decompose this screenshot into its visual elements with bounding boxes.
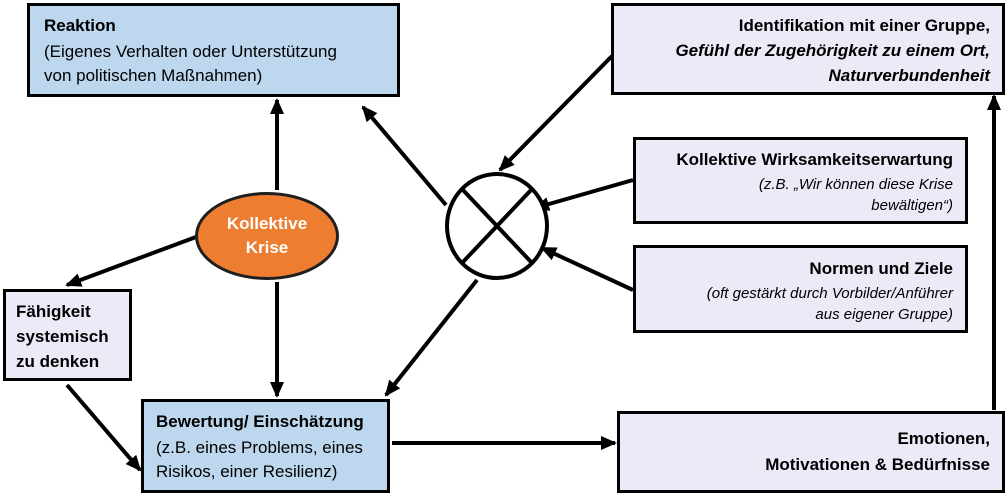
identifikation-line-2: Gefühl der Zugehörigkeit zu einem Ort, (675, 41, 990, 60)
wirksamkeit-title: Kollektive Wirksamkeitserwartung (676, 150, 953, 169)
reaktion-title: Reaktion (44, 16, 116, 35)
bewertung-line-2: Risikos, einer Resilienz) (156, 462, 338, 481)
arrow-wirksamkeit-to-combiner (533, 178, 634, 211)
reaktion-line-2: von politischen Maßnahmen) (44, 66, 263, 85)
bewertung-line-1: (z.B. eines Problems, eines (156, 438, 363, 457)
emotionen-line-1: Emotionen, (897, 429, 990, 448)
normen-line-2: aus eigener Gruppe) (815, 306, 953, 323)
identifikation-line-1: Identifikation mit einer Gruppe, (738, 16, 990, 35)
node-wirksamkeit: Kollektive Wirksamkeitserwartung (z.B. „… (633, 137, 968, 224)
faehigkeit-line-3: zu denken (16, 352, 100, 371)
node-identifikation: Identifikation mit einer Gruppe, Gefühl … (611, 3, 1005, 95)
normen-title: Normen und Ziele (809, 259, 953, 278)
wirksamkeit-line-2: bewältigen“) (871, 197, 953, 214)
node-kollektive-krise: Kollektive Krise (195, 192, 339, 280)
faehigkeit-line-1: Fähigkeit (16, 302, 91, 321)
node-emotionen: Emotionen, Motivationen & Bedürfnisse (617, 411, 1005, 493)
wirksamkeit-line-1: (z.B. „Wir können diese Krise (758, 176, 953, 193)
arrow-krise-to-faehigkeit (65, 235, 197, 287)
arrow-combiner-to-bewertung (384, 278, 479, 397)
node-reaktion: Reaktion (Eigenes Verhalten oder Unterst… (27, 3, 400, 97)
node-bewertung: Bewertung/ Einschätzung (z.B. eines Prob… (141, 399, 390, 493)
faehigkeit-line-2: systemisch (16, 327, 109, 346)
arrow-identifikation-to-combiner (498, 54, 614, 172)
krise-line-2: Krise (245, 238, 289, 257)
node-normen: Normen und Ziele (oft gestärkt durch Vor… (633, 245, 968, 333)
arrow-faehigkeit-to-bewertung (65, 383, 142, 472)
normen-line-1: (oft gestärkt durch Vorbilder/Anführer (706, 285, 953, 302)
reaktion-line-1: (Eigenes Verhalten oder Unterstützung (44, 42, 337, 61)
krise-line-1: Kollektive (226, 214, 308, 233)
emotionen-line-2: Motivationen & Bedürfnisse (765, 455, 990, 474)
arrow-normen-to-combiner (540, 246, 634, 292)
arrow-combiner-to-reaktion (361, 105, 448, 207)
node-faehigkeit: Fähigkeit systemisch zu denken (3, 289, 132, 381)
identifikation-line-3: Naturverbundenheit (828, 66, 990, 85)
bewertung-title: Bewertung/ Einschätzung (156, 412, 364, 431)
circle-cross-icon (445, 172, 549, 280)
